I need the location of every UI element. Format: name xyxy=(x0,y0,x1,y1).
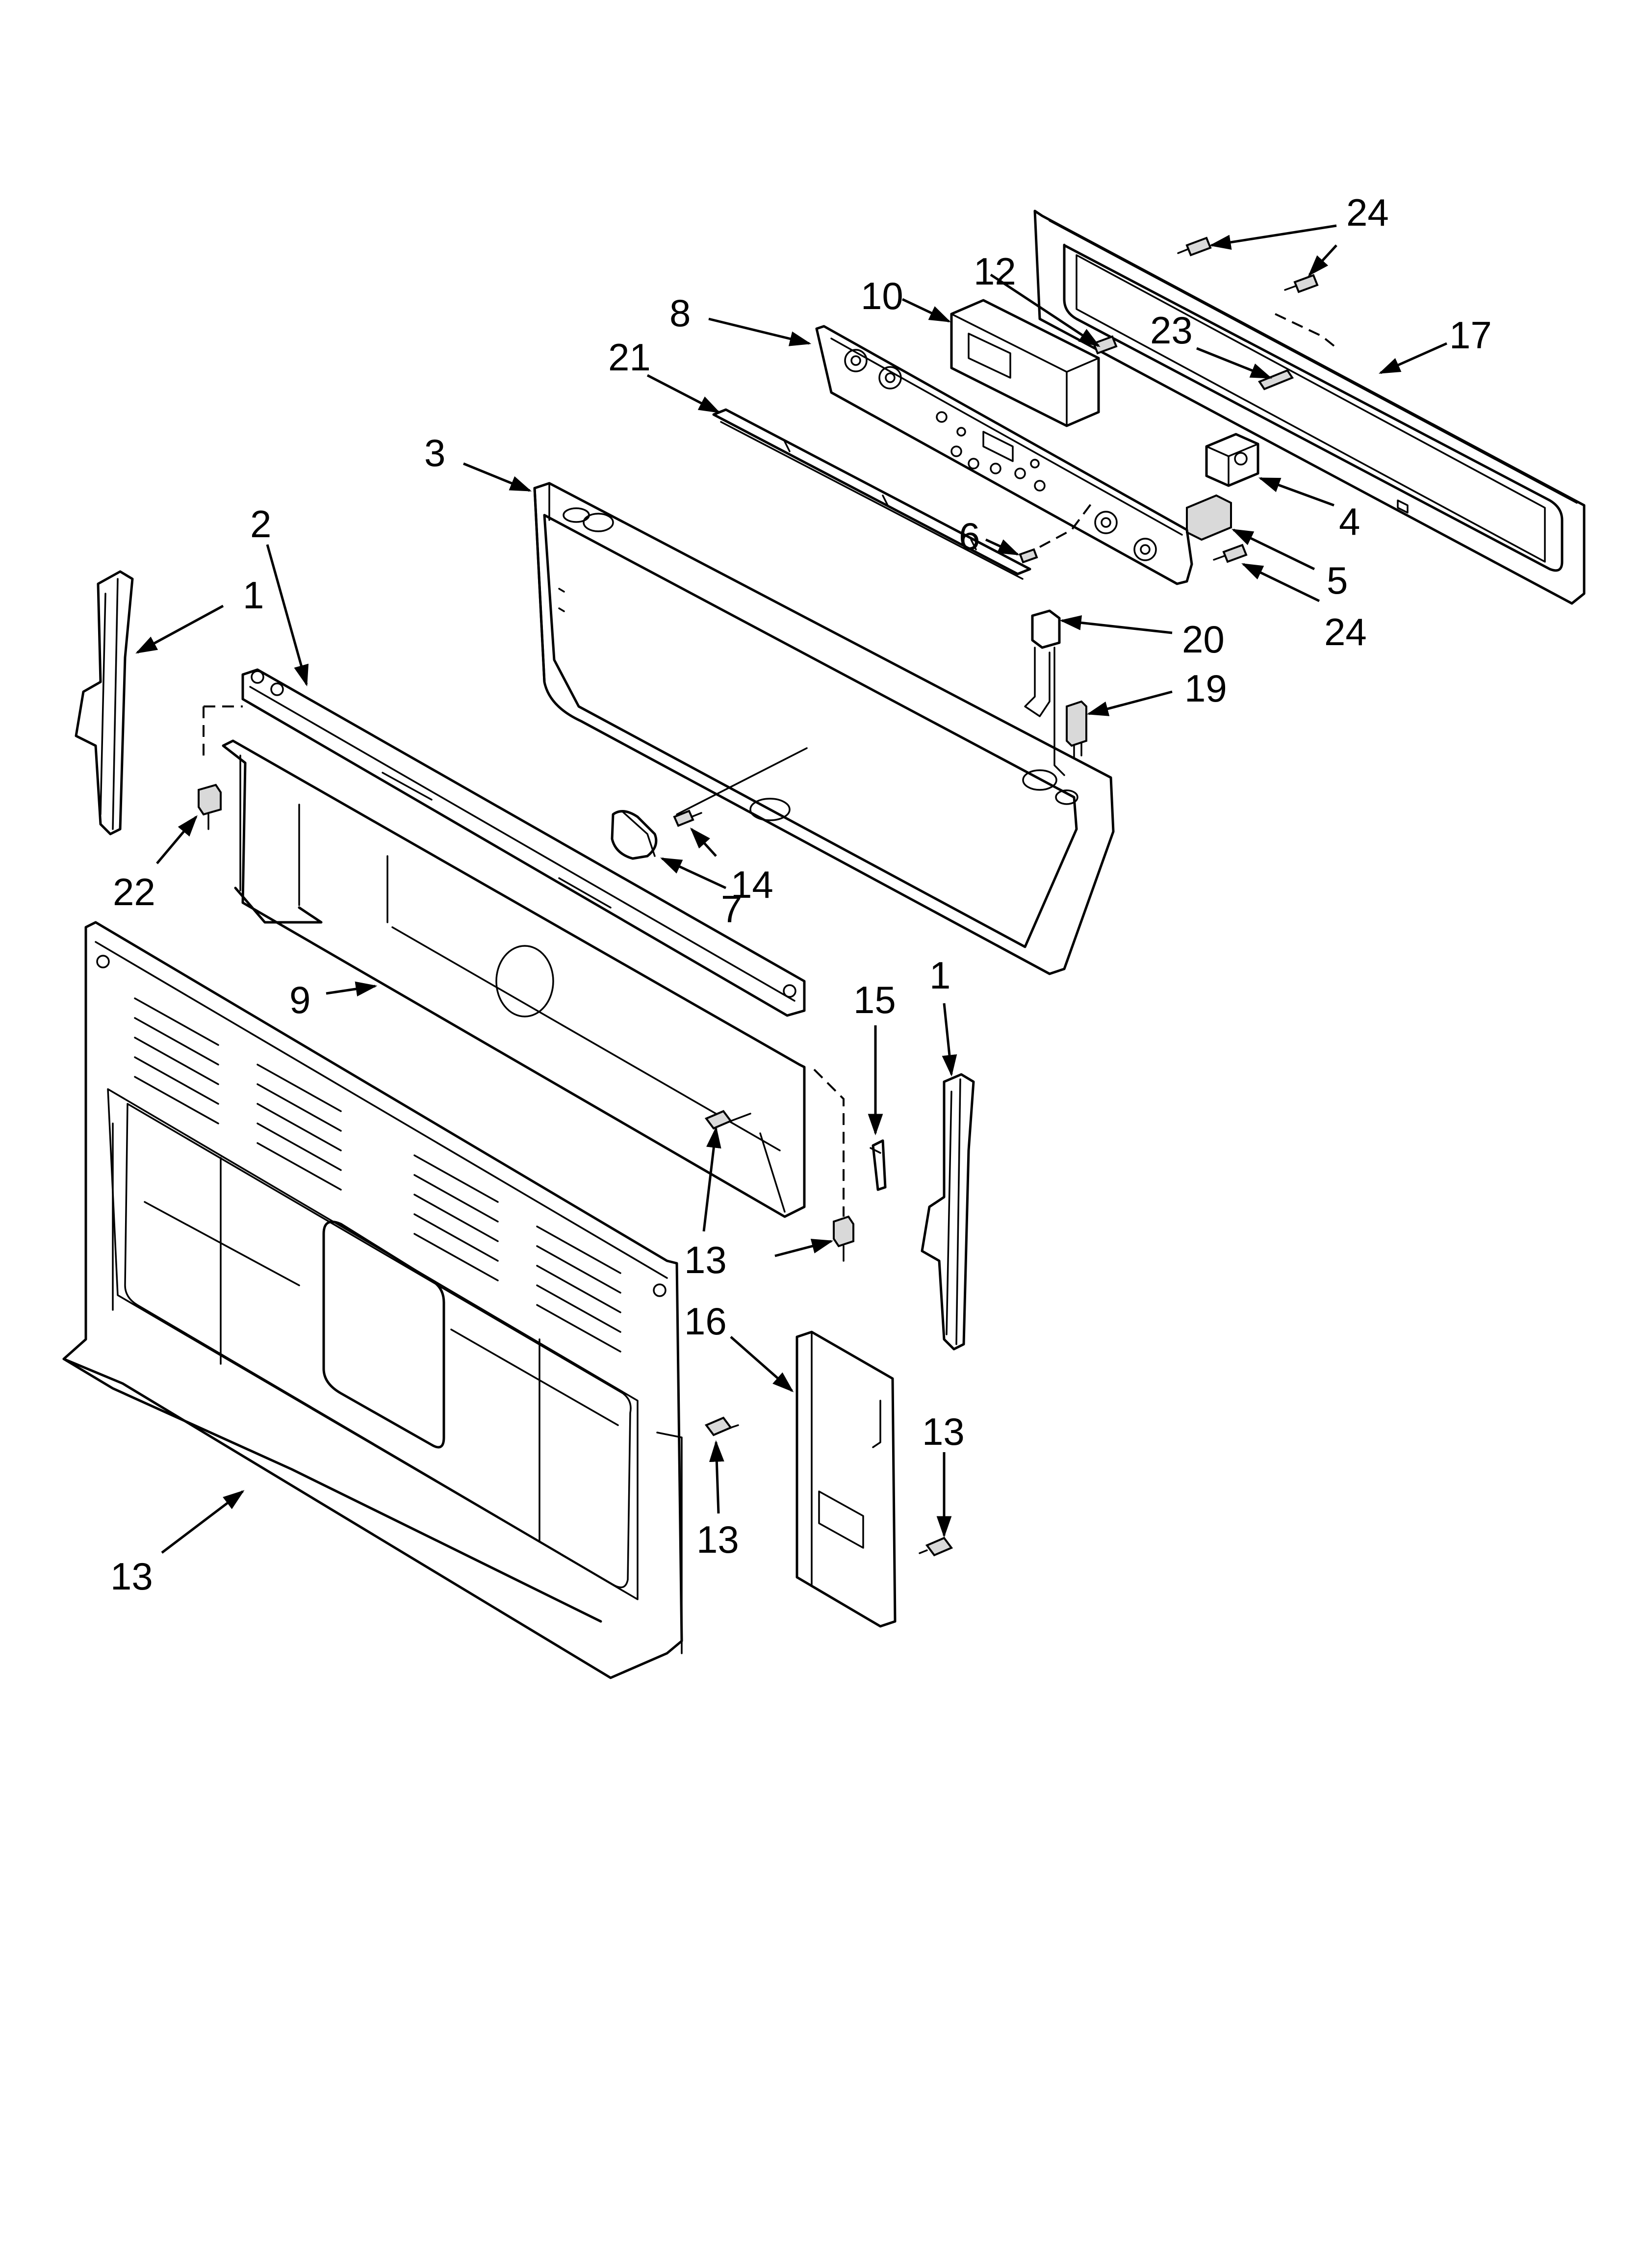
callout-3: 3 xyxy=(424,431,445,474)
callout-23: 23 xyxy=(1150,309,1193,352)
dash-line-6 xyxy=(1039,499,1095,548)
leader-lines xyxy=(135,224,1448,1554)
screw-24-top xyxy=(1177,236,1212,257)
rail-part-2 xyxy=(241,668,806,1017)
callout-24-top: 24 xyxy=(1346,191,1389,234)
back-panel-part-10 xyxy=(62,921,683,1679)
dash-line-2 xyxy=(203,705,243,756)
callout-12: 10 xyxy=(861,274,903,317)
callout-2: 2 xyxy=(250,502,271,546)
console-part-3 xyxy=(533,482,1115,975)
screw-13-lower-right xyxy=(919,1537,953,1557)
dash-line-24 xyxy=(1275,313,1335,347)
callout-13-mid: 13 xyxy=(684,1238,727,1281)
side-bracket-part-14 xyxy=(795,1330,897,1628)
callout-15: 17 xyxy=(1449,313,1492,357)
switch-part-20 xyxy=(1024,609,1065,776)
callout-5: 5 xyxy=(1327,559,1348,602)
switch-part-4 xyxy=(1205,433,1259,487)
screw-part-16 xyxy=(673,809,702,827)
electronic-control-12 xyxy=(950,299,1100,427)
callout-14: 16 xyxy=(684,1300,727,1343)
side-trim-left xyxy=(75,570,134,835)
clip-part-17 xyxy=(870,1139,887,1191)
callout-22: 22 xyxy=(113,870,155,913)
screw-13-mid-left xyxy=(704,1110,751,1130)
callout-9: 8 xyxy=(669,291,691,335)
screw-13-lower-left xyxy=(704,1416,739,1436)
dash-line-8 xyxy=(813,1069,845,1217)
callout-17: 15 xyxy=(853,978,896,1021)
screw-part-6 xyxy=(1019,548,1038,564)
callout-7: 7 xyxy=(721,887,742,931)
callout-13-top: 12 xyxy=(974,250,1016,293)
callout-13-lower: 13 xyxy=(696,1518,739,1561)
knob-part-7 xyxy=(611,810,658,860)
callout-1-left: 1 xyxy=(243,574,264,617)
screw-13-top xyxy=(1092,335,1118,355)
screw-24-bottom xyxy=(1213,544,1248,563)
inner-panel-part-8 xyxy=(222,739,806,1218)
callout-4: 4 xyxy=(1339,500,1360,543)
relay-part-5 xyxy=(1186,494,1232,541)
callout-19: 19 xyxy=(1184,667,1227,710)
rear-console-panel xyxy=(1033,209,1586,605)
bracket-21 xyxy=(712,408,1031,580)
screw-22 xyxy=(198,783,222,830)
screw-24-mid xyxy=(1284,274,1319,293)
callout-8: 9 xyxy=(289,978,310,1021)
callout-labels: 24 17 23 12 10 8 21 4 5 24 6 3 20 19 2 1… xyxy=(110,191,1492,1598)
clip-23 xyxy=(1257,369,1294,391)
callout-16: 14 xyxy=(731,863,773,906)
callout-20: 20 xyxy=(1182,618,1225,661)
indicator-light-19 xyxy=(1066,700,1087,759)
control-panel-overlay xyxy=(815,325,1193,585)
callout-1-right: 1 xyxy=(929,954,950,997)
callout-13-right: 13 xyxy=(922,1410,965,1453)
callout-21: 21 xyxy=(608,336,651,379)
callout-6: 6 xyxy=(959,515,980,558)
callout-24-bottom: 24 xyxy=(1324,610,1367,653)
screw-13-mid-right xyxy=(833,1215,854,1262)
callout-10: 13 xyxy=(110,1555,153,1598)
side-trim-right xyxy=(921,1073,975,1351)
